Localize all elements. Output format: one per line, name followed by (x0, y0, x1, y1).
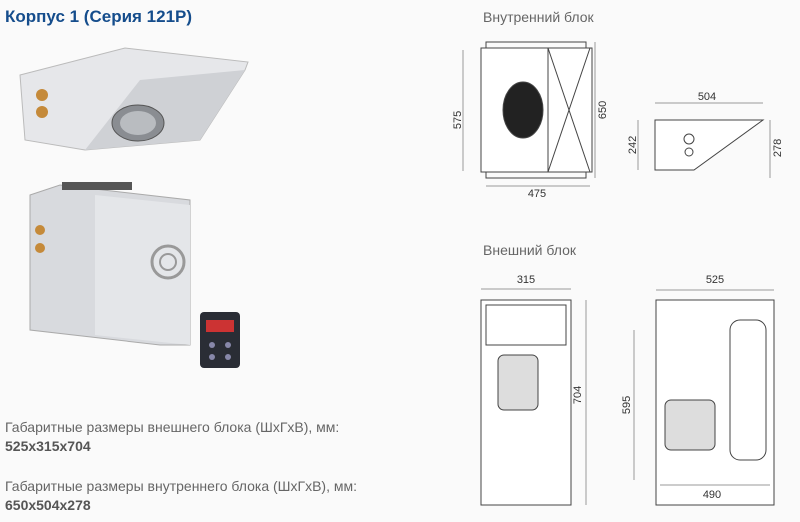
dim-outdoor-704: 704 (572, 386, 584, 404)
dim-outdoor-525: 525 (706, 274, 724, 286)
indoor-front-drawing (462, 41, 596, 187)
outdoor-heading: Внешний блок (483, 242, 576, 258)
indoor-dimensions-spec: Габаритные размеры внутреннего блока (Шх… (5, 478, 357, 513)
controller-photo (200, 312, 240, 368)
outdoor-dimensions-spec: Габаритные размеры внешнего блока (ШхГхВ… (5, 419, 339, 454)
outdoor-side-drawing (480, 288, 587, 506)
dim-indoor-650: 650 (597, 101, 609, 119)
outdoor-unit-photo (29, 182, 191, 346)
indoor-heading: Внутренний блок (483, 9, 594, 25)
dim-indoor-475: 475 (528, 188, 546, 200)
dim-outdoor-595: 595 (621, 396, 633, 414)
spec-label: Габаритные размеры внутреннего блока (Шх… (5, 478, 358, 494)
dim-outdoor-315: 315 (517, 274, 535, 286)
spec-value: 650x504x278 (5, 497, 91, 513)
outdoor-front-drawing (633, 289, 775, 506)
indoor-side-drawing (637, 102, 771, 178)
indoor-unit-photo (19, 47, 249, 151)
spec-label: Габаритные размеры внешнего блока (ШхГхВ… (5, 419, 340, 435)
spec-value: 525x315x704 (5, 438, 91, 454)
dim-indoor-278: 278 (772, 139, 784, 157)
dim-outdoor-490: 490 (703, 489, 721, 501)
dim-indoor-575: 575 (452, 111, 464, 129)
dim-indoor-504: 504 (698, 91, 716, 103)
dim-indoor-242: 242 (627, 136, 639, 154)
page-title: Корпус 1 (Серия 121P) (5, 7, 193, 26)
